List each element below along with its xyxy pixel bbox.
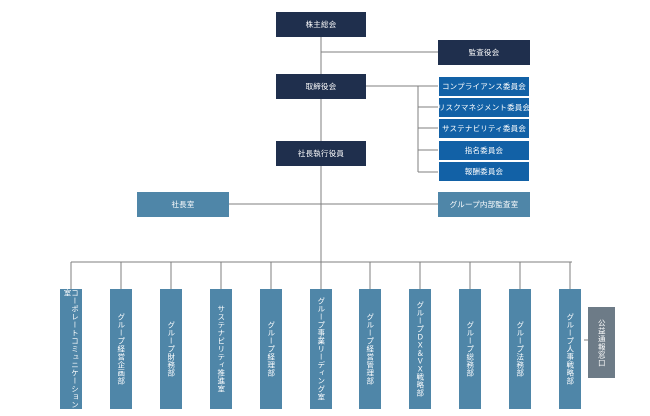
department-label: グループ事業リーディング室	[316, 297, 326, 401]
department-label: グループ財務部	[166, 321, 176, 377]
department-box-1: コーポレートコミュニケーション室	[60, 289, 82, 409]
department-box-3: グループ財務部	[160, 289, 182, 409]
ceo-box: 社長執行役員	[276, 141, 366, 166]
department-box-8: グループＤＸ＆ＶＸ戦略部	[409, 289, 431, 409]
committee-compliance: コンプライアンス委員会	[438, 76, 530, 97]
committee-nomination: 指名委員会	[438, 140, 530, 161]
department-box-9: グループ総務部	[459, 289, 481, 409]
department-label: グループ経営管理部	[365, 313, 375, 385]
president-office-box: 社長室	[137, 192, 229, 217]
department-label: グループ法務部	[515, 321, 525, 377]
department-label: グループ総務部	[465, 321, 475, 377]
auditors-board-box: 監査役会	[438, 40, 530, 65]
department-label: グループ経理部	[266, 321, 276, 377]
department-box-11: グループ人事戦略部	[559, 289, 581, 409]
department-label: コーポレートコミュニケーション室	[63, 289, 80, 409]
department-label: グループＤＸ＆ＶＸ戦略部	[415, 301, 425, 397]
whistleblowing-label: 公益通報窓口	[597, 318, 607, 367]
department-box-5: グループ経理部	[260, 289, 282, 409]
department-box-4: サステナビリティ推進室	[210, 289, 232, 409]
department-box-6: グループ事業リーディング室	[310, 289, 332, 409]
department-box-10: グループ法務部	[509, 289, 531, 409]
shareholders-meeting-box: 株主総会	[276, 12, 366, 37]
committee-risk-management: リスクマネジメント委員会	[438, 97, 530, 118]
board-of-directors-box: 取締役会	[276, 74, 366, 99]
whistleblowing-box: 公益通報窓口	[588, 307, 615, 378]
department-label: グループ人事戦略部	[565, 313, 575, 385]
department-label: グループ経営企画部	[116, 313, 126, 385]
committee-sustainability: サステナビリティ委員会	[438, 118, 530, 139]
department-label: サステナビリティ推進室	[216, 305, 226, 393]
committee-compensation: 報酬委員会	[438, 161, 530, 182]
internal-audit-box: グループ内部監査室	[438, 192, 530, 217]
department-box-7: グループ経営管理部	[359, 289, 381, 409]
department-box-2: グループ経営企画部	[110, 289, 132, 409]
